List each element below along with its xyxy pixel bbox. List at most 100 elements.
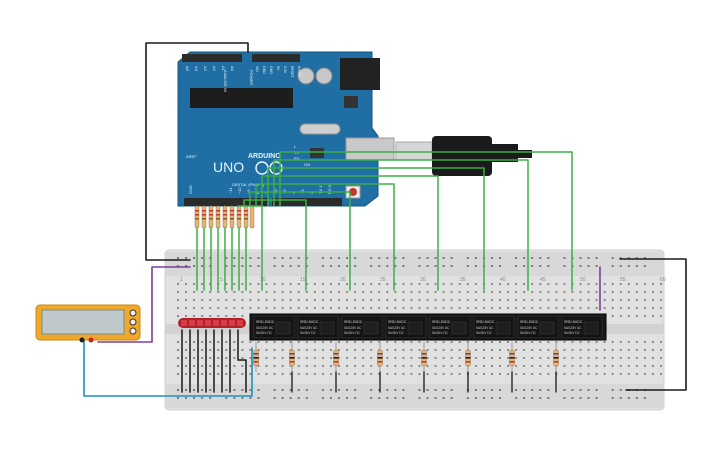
multimeter-knob-1[interactable] [129,309,137,317]
relay-dc-rating: 5A/30V DC [300,331,317,335]
relay-dc-rating: 5A/30V DC [520,331,537,335]
wire [261,175,439,291]
row-number: 15 [300,277,306,283]
probe-v[interactable] [88,337,94,343]
regulator [344,96,358,108]
digital-pin-label: RX 0 [327,184,332,194]
uno-logo: UNO [213,159,244,175]
microcontroller-chip [190,88,293,108]
gnd-label: GND [188,185,193,194]
relay-dc-rating: 5A/30V DC [476,331,493,335]
resistor [249,205,255,229]
analog-pin-label: A0 [230,66,235,72]
relay-model: SRD-5VDC [300,320,319,324]
wires [83,42,687,397]
power-pin-label: GND [269,66,273,74]
row-number: 10 [260,277,266,283]
row-number: 45 [540,277,546,283]
relay-ac-rating: 5A/125V AC [300,326,318,330]
wire [243,199,307,291]
capacitor-2 [315,67,333,85]
analog-header [182,54,242,62]
analog-pin-label: A5 [185,66,190,72]
row-number: 50 [580,277,586,283]
analog-pin-label: A2 [212,66,217,72]
relay-model: SRD-5VDC [388,320,407,324]
power-rail-top [177,257,646,267]
relay-model: SRD-5VDC [256,320,275,324]
current-limit-resistors [194,205,255,229]
crystal [299,123,341,135]
relay-ac-rating: 5A/125V AC [520,326,538,330]
relay-ac-rating: 5A/125V AC [344,326,362,330]
relay-model: SRD-5VDC [432,320,451,324]
led-segment [221,320,227,326]
row-number: 40 [500,277,506,283]
power-pin-label: IOREF [297,66,301,77]
led-bar-graph [178,318,246,328]
wire [145,42,249,261]
led-segment [213,320,219,326]
wire [267,167,485,291]
row-number: 5 [220,277,223,283]
led-segment [181,320,187,326]
wire [97,266,191,343]
relay-dc-rating: 5A/30V DC [564,331,581,335]
breadboard-resistors [253,342,559,372]
resistor [194,205,200,229]
arduino-brand: ARDUINO [248,153,281,160]
led-segment [189,320,195,326]
resistor [229,205,235,229]
resistor [236,205,242,229]
row-number: 60 [660,277,666,283]
aref-label: AREF [186,154,197,159]
wire [249,191,351,291]
row-number: 30 [420,277,426,283]
power-label: POWER [249,70,254,85]
power-pin-label: GND [262,66,266,74]
wire [619,258,687,391]
relay-ac-rating: 5A/125V AC [476,326,494,330]
relay-model: SRD-5VDC [476,320,495,324]
relay-model: SRD-5VDC [344,320,363,324]
relay-dc-rating: 5A/30V DC [388,331,405,335]
power-header [252,54,300,62]
row-number: 55 [620,277,626,283]
power-pin-label: 5V [276,66,280,71]
usb-cable [395,136,532,176]
l-label: L [294,144,297,149]
digital-header-2 [272,198,342,206]
analog-pin-label: A1 [221,66,226,72]
resistor [215,205,221,229]
power-rail-bottom [177,389,646,399]
probe-com[interactable] [79,337,85,343]
power-pin-label: RESET [290,66,294,79]
row-number: 1 [180,277,183,283]
multimeter-knob-2[interactable] [129,318,137,326]
digital-pin-label: TX 1 [318,185,323,194]
wire [255,183,395,291]
relay-dc-rating: 5A/30V DC [432,331,449,335]
relay-model: SRD-5VDC [520,320,539,324]
row-number: 20 [340,277,346,283]
digital-pin-label: ~9 [246,189,251,194]
power-pin-label: 3.3V [283,66,287,74]
reset-button[interactable] [349,188,357,196]
analog-pin-label: A4 [194,66,199,72]
multimeter-knob-3[interactable] [129,327,137,335]
analog-pin-label: A3 [203,66,208,72]
multimeter[interactable] [35,304,141,343]
led-segment [205,320,211,326]
row-number: 25 [380,277,386,283]
relay-model: SRD-5VDC [564,320,583,324]
terminal-strips [177,283,662,375]
